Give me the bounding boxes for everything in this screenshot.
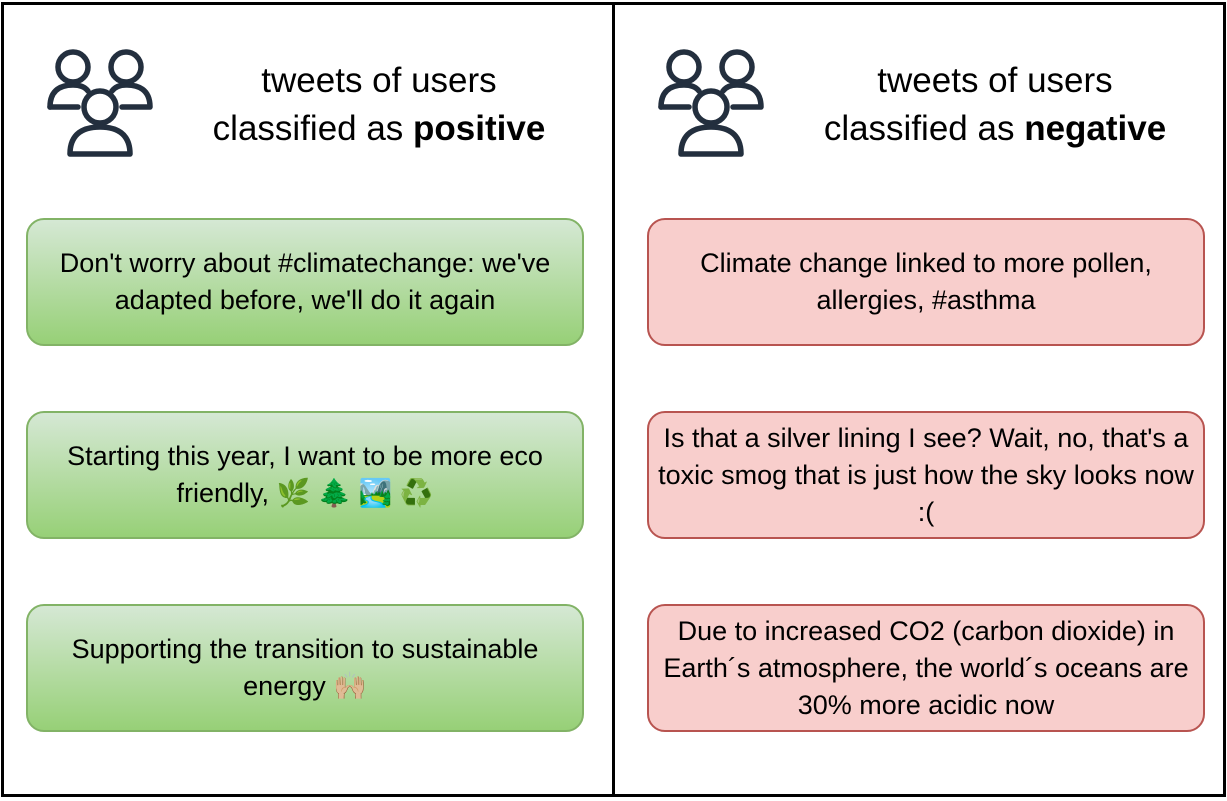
header-line2-prefix: classified as: [823, 109, 1025, 148]
negative-header-title: tweets of users classified as negative: [805, 57, 1185, 153]
tweet-text: Supporting the transition to sustainable…: [71, 634, 539, 701]
tweet-text: Starting this year, I want to be more ec…: [67, 441, 543, 508]
negative-panel: tweets of users classified as negative C…: [612, 2, 1226, 797]
header-line1: tweets of users: [261, 61, 497, 100]
positive-header: tweets of users classified as positive: [44, 45, 592, 165]
negative-tweet-box: Due to increased CO2 (carbon dioxide) in…: [647, 604, 1205, 732]
negative-header: tweets of users classified as negative: [655, 45, 1203, 165]
tweet-text: Is that a silver lining I see? Wait, no,…: [658, 422, 1194, 527]
positive-tweet-box: Starting this year, I want to be more ec…: [26, 411, 584, 539]
classification-label: negative: [1024, 109, 1167, 148]
negative-tweet-box: Is that a silver lining I see? Wait, no,…: [647, 411, 1205, 539]
users-group-icon: [655, 45, 767, 157]
header-line2-prefix: classified as: [212, 109, 414, 148]
negative-tweet-box: Climate change linked to more pollen, al…: [647, 218, 1205, 346]
classification-label: positive: [413, 109, 546, 148]
tweet-text: Due to increased CO2 (carbon dioxide) in…: [663, 615, 1189, 720]
positive-tweet-box: Supporting the transition to sustainable…: [26, 604, 584, 732]
positive-tweet-box: Don't worry about #climatechange: we've …: [26, 218, 584, 346]
positive-panel: tweets of users classified as positive D…: [1, 2, 615, 797]
header-line1: tweets of users: [877, 61, 1113, 100]
positive-header-title: tweets of users classified as positive: [194, 57, 564, 153]
users-group-icon: [44, 45, 156, 157]
tweet-text: Don't worry about #climatechange: we've …: [59, 248, 551, 315]
tweet-text: Climate change linked to more pollen, al…: [700, 248, 1152, 315]
